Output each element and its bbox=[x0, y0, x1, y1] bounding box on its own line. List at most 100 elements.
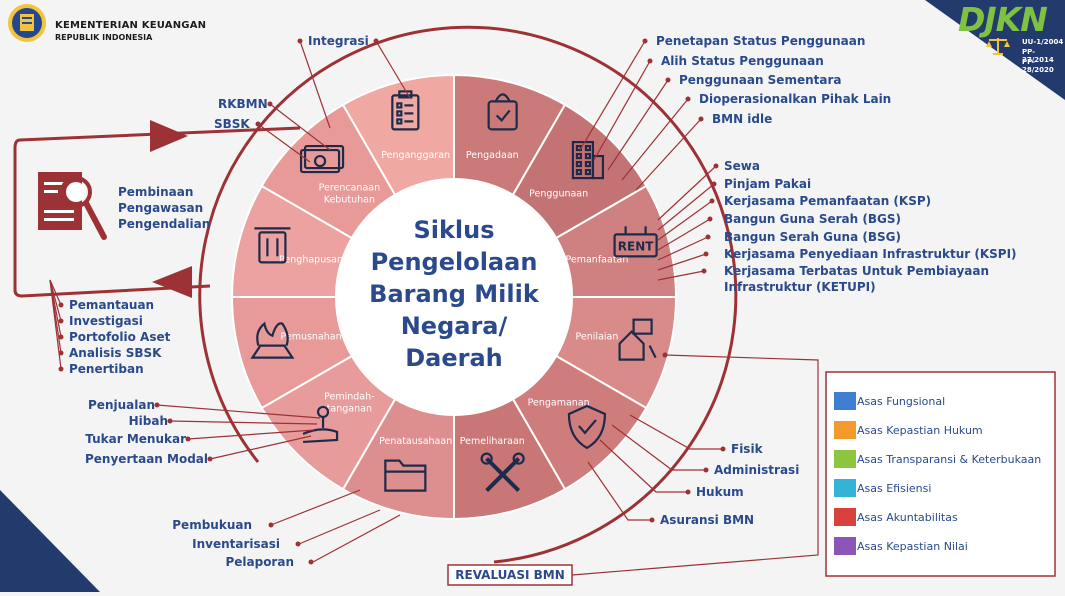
callout-label: Pemantauan bbox=[69, 298, 154, 312]
callout-line bbox=[579, 40, 646, 151]
callout-dot bbox=[703, 251, 709, 257]
hand-key-icon bbox=[302, 405, 339, 444]
callout-lines bbox=[49, 40, 819, 576]
corner-triangle-top-right bbox=[925, 0, 1065, 100]
legend-swatch bbox=[834, 508, 856, 526]
callout-line bbox=[298, 509, 381, 545]
trash-icon bbox=[254, 227, 291, 264]
revaluasi-box bbox=[447, 564, 573, 586]
callout-line bbox=[611, 424, 706, 471]
segment-label: Pengamanan bbox=[528, 398, 590, 409]
callout-line bbox=[187, 429, 315, 440]
shopping-bag-icon bbox=[487, 93, 518, 131]
callout-dot bbox=[297, 38, 303, 44]
callout-line bbox=[312, 514, 401, 563]
center-title-line: Barang Milik bbox=[369, 280, 540, 308]
callout-label: Investigasi bbox=[69, 314, 143, 328]
segment-label: Penghapusan bbox=[279, 255, 343, 266]
rent-sign-icon: RENT bbox=[613, 226, 658, 258]
segment-label: Penilaian bbox=[576, 331, 619, 342]
callout-line bbox=[629, 414, 723, 450]
callout-dot bbox=[665, 77, 671, 83]
legal-ref-3: PP-28/2020 bbox=[1022, 58, 1054, 74]
callout-label: Bangun Serah Guna (BSG) bbox=[724, 230, 901, 244]
callout-dot bbox=[649, 517, 655, 523]
segment-label: Kebutuhan bbox=[324, 194, 375, 205]
callout-label: Penggunaan Sementara bbox=[679, 73, 841, 87]
callout-line bbox=[270, 489, 361, 526]
callout-label: RKBMN bbox=[218, 97, 268, 111]
callout-dot bbox=[268, 522, 274, 528]
callout-label: Pengawasan bbox=[118, 201, 203, 215]
callout-line bbox=[635, 118, 702, 191]
legend-swatch bbox=[834, 421, 856, 439]
callout-label: Inventarisasi bbox=[192, 537, 280, 551]
legend-label: Asas Fungsional bbox=[857, 395, 945, 408]
callout-line bbox=[593, 60, 651, 161]
callout-dot bbox=[167, 418, 173, 424]
callout-label: Pelaporan bbox=[225, 555, 294, 569]
callout-label: BMN idle bbox=[712, 112, 772, 126]
callout-label: Hibah bbox=[129, 414, 168, 428]
callout-line bbox=[156, 404, 321, 419]
callout-label: Bangun Guna Serah (BGS) bbox=[724, 212, 901, 226]
ministry-logo-icon bbox=[8, 4, 46, 42]
segment-label: tanganan bbox=[327, 404, 372, 415]
callout-dot bbox=[662, 352, 668, 358]
segment-label: Pemusnahan bbox=[280, 331, 341, 342]
callout-dot bbox=[185, 436, 191, 442]
callout-line bbox=[657, 183, 715, 231]
svg-text:RENT: RENT bbox=[618, 239, 654, 253]
callout-label: Pembinaan bbox=[118, 185, 193, 199]
scales-icon bbox=[986, 38, 1010, 55]
callout-dot bbox=[58, 318, 64, 324]
callout-dot bbox=[58, 302, 64, 308]
callout-label: Kerjasama Penyediaan Infrastruktur (KSPI… bbox=[724, 247, 1017, 261]
inspection-document-icon bbox=[38, 172, 107, 240]
callout-dot bbox=[707, 216, 713, 222]
callout-dot bbox=[58, 334, 64, 340]
callout-line bbox=[209, 435, 312, 460]
segment-label: Pemeliharaan bbox=[460, 436, 525, 447]
country-name: REPUBLIK INDONESIA bbox=[55, 33, 153, 42]
legend-label: Asas Kepastian Hukum bbox=[857, 424, 983, 437]
callout-dot bbox=[647, 58, 653, 64]
callout-dot bbox=[703, 467, 709, 473]
callout-label: Penjualan bbox=[88, 398, 155, 412]
arrow-left-icon bbox=[152, 266, 192, 298]
callout-label: Tukar Menukar bbox=[85, 432, 186, 446]
callout-line bbox=[657, 253, 707, 271]
callout-label: Fisik bbox=[731, 442, 764, 456]
callout-label: Hukum bbox=[696, 485, 744, 499]
segment-label: Penatausahaan bbox=[379, 436, 452, 447]
ministry-name: KEMENTERIAN KEUANGAN bbox=[55, 20, 207, 31]
callout-dot bbox=[698, 116, 704, 122]
callout-label: Sewa bbox=[724, 159, 760, 173]
legend-swatch bbox=[834, 450, 856, 468]
segment-label: Penggunaan bbox=[529, 188, 588, 199]
callout-line bbox=[657, 270, 705, 281]
callout-dot bbox=[267, 101, 273, 107]
legend-box bbox=[825, 371, 1056, 577]
center-disc bbox=[336, 179, 572, 415]
callout-line bbox=[375, 40, 411, 99]
segment-label: Pemanfaatan bbox=[566, 255, 629, 266]
legal-ref-2: PP-27/2014 bbox=[1022, 48, 1054, 64]
callout-label: Alih Status Penggunaan bbox=[661, 54, 824, 68]
callout-dot bbox=[685, 489, 691, 495]
segment-labels: PengadaanPenggunaanPemanfaatanPenilaianP… bbox=[279, 150, 628, 447]
segment-icons: RENT bbox=[250, 90, 658, 493]
callout-label: Infrastruktur (KETUPI) bbox=[724, 280, 876, 294]
callout-dot bbox=[58, 350, 64, 356]
callout-label: Penetapan Status Penggunaan bbox=[656, 34, 865, 48]
callout-dot bbox=[58, 366, 64, 372]
clipboard-icon bbox=[391, 90, 420, 131]
callout-line bbox=[299, 40, 331, 129]
callout-line bbox=[607, 79, 669, 171]
segment-label: Pemindah- bbox=[324, 392, 374, 403]
callout-line bbox=[599, 439, 688, 493]
